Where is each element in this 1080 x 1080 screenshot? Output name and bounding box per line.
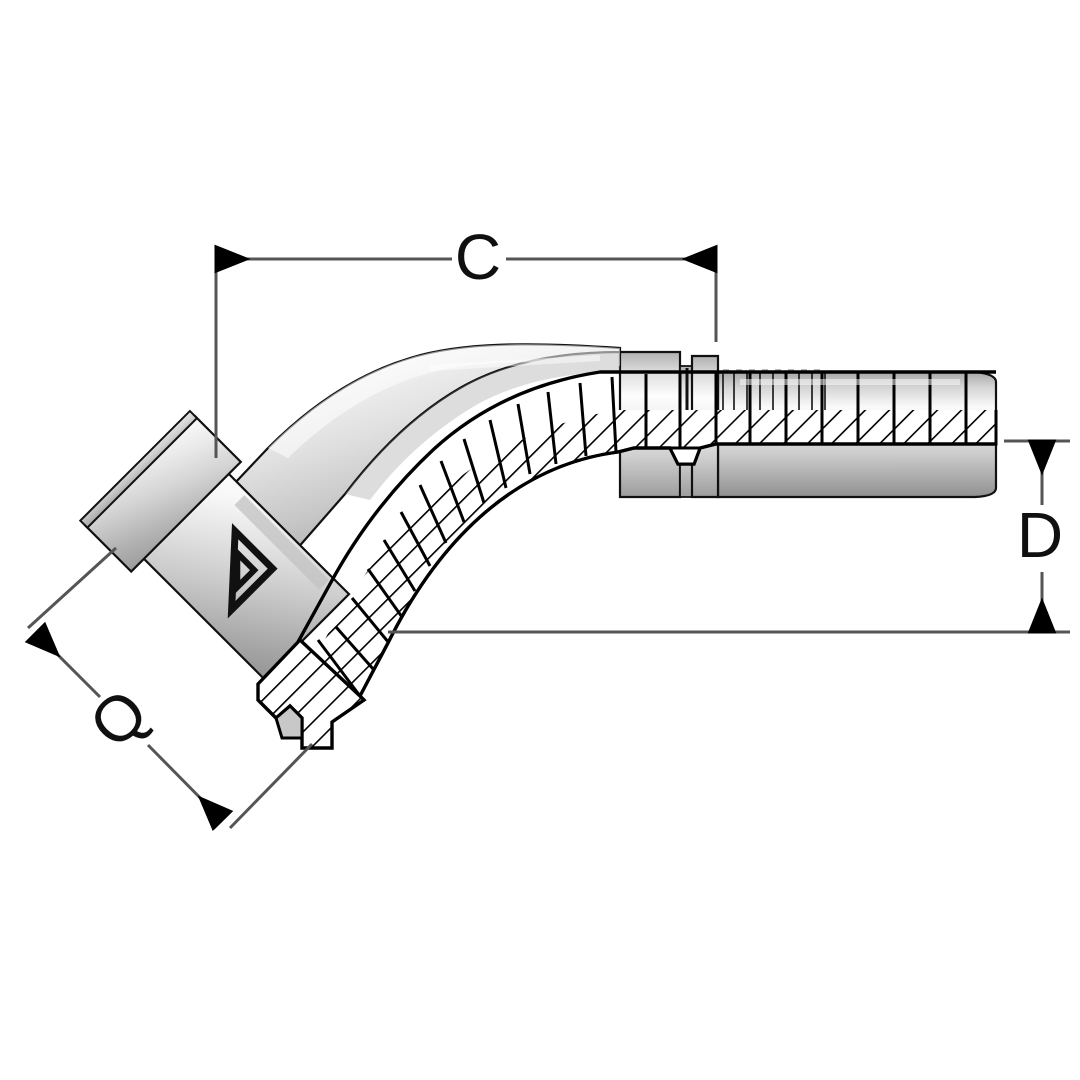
logo-outer-triangle <box>227 523 278 619</box>
flange-bolt-notch <box>274 703 304 740</box>
dimension-D-label: D <box>1017 499 1063 571</box>
bend-shadow-band <box>345 352 620 500</box>
section-groove-notch <box>667 446 703 466</box>
section-outer-edge <box>296 370 996 643</box>
dimension-Q-line-lower <box>146 743 234 832</box>
surface-highlights <box>429 355 960 385</box>
dimension-Q-line-upper <box>24 621 102 699</box>
dimension-C: C <box>214 221 718 458</box>
flange-face <box>78 409 199 530</box>
dimension-C-label: C <box>455 221 501 293</box>
logo-inner-triangle <box>234 545 259 595</box>
dimension-Q-extension-lower <box>228 742 314 830</box>
flange-section-block <box>256 637 367 750</box>
dimension-Q-extension-upper <box>26 546 118 630</box>
section-inner-edge <box>358 442 996 697</box>
flange-face-logo <box>227 523 278 619</box>
flange-neck-highlight <box>234 495 330 590</box>
dimension-D: D <box>388 439 1070 634</box>
flange-face-rim <box>78 409 199 530</box>
